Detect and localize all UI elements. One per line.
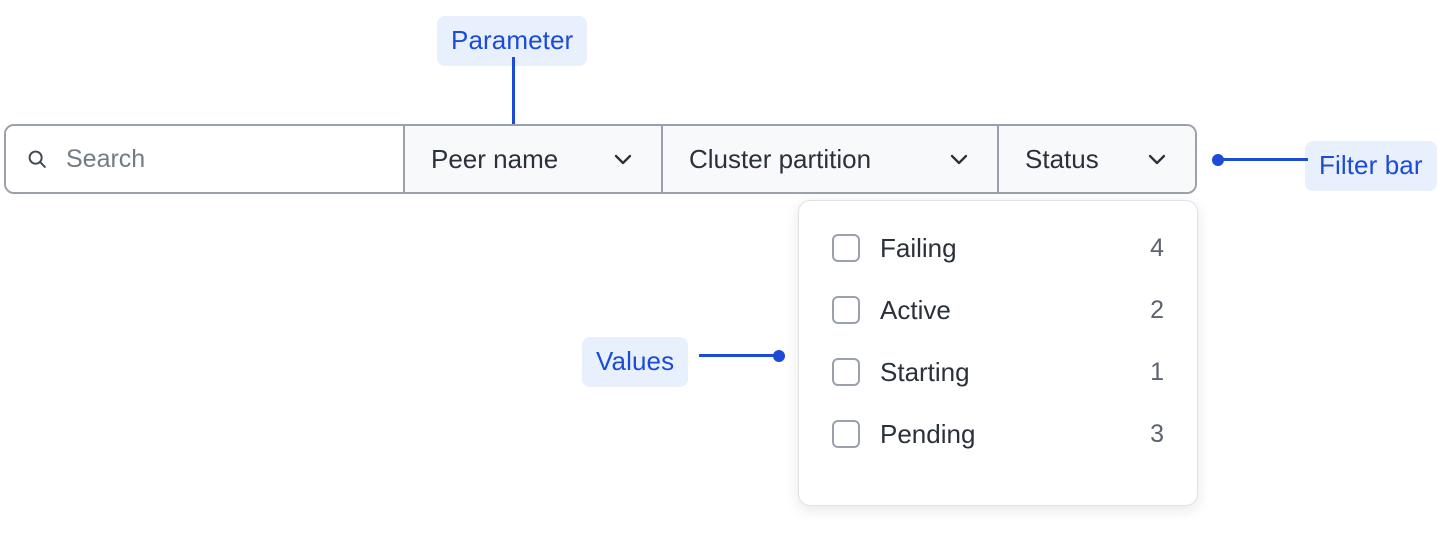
filter-dropdown-status[interactable]: Status (997, 126, 1195, 192)
annotation-connector-values-line (699, 354, 781, 357)
annotation-connector-filter-bar-dot (1212, 154, 1224, 166)
list-item-label: Active (880, 294, 951, 325)
filter-dropdown-status-label: Status (1025, 143, 1099, 174)
list-item[interactable]: Pending 3 (799, 403, 1197, 465)
search-icon (26, 148, 48, 170)
annotation-badge-filter-bar: Filter bar (1305, 141, 1437, 191)
list-item-count: 3 (1150, 419, 1164, 448)
filter-dropdown-peer-name[interactable]: Peer name (403, 126, 661, 192)
list-item-count: 2 (1150, 295, 1164, 324)
chevron-down-icon (1115, 147, 1169, 171)
checkbox-starting[interactable] (832, 358, 860, 386)
checkbox-pending[interactable] (832, 420, 860, 448)
filter-bar: Peer name Cluster partition Status (4, 124, 1197, 194)
list-item[interactable]: Failing 4 (799, 217, 1197, 279)
status-dropdown-panel: Failing 4 Active 2 Starting 1 Pending 3 (798, 200, 1198, 506)
annotation-connector-parameter-line (512, 57, 515, 143)
filter-dropdown-peer-name-label: Peer name (431, 143, 559, 174)
list-item-label: Failing (880, 232, 957, 263)
list-item[interactable]: Starting 1 (799, 341, 1197, 403)
annotation-connector-values-dot (773, 350, 785, 362)
list-item-count: 4 (1150, 233, 1164, 262)
chevron-down-icon (917, 147, 971, 171)
checkbox-failing[interactable] (832, 234, 860, 262)
list-item[interactable]: Active 2 (799, 279, 1197, 341)
list-item-label: Pending (880, 418, 976, 449)
search-input[interactable] (66, 144, 366, 174)
list-item-label: Starting (880, 356, 970, 387)
filter-dropdown-cluster-partition[interactable]: Cluster partition (661, 126, 997, 192)
chevron-down-icon (581, 147, 635, 171)
annotation-connector-filter-bar-line (1218, 158, 1308, 161)
checkbox-active[interactable] (832, 296, 860, 324)
search-field[interactable] (6, 126, 403, 192)
filter-dropdown-cluster-partition-label: Cluster partition (689, 143, 872, 174)
list-item-count: 1 (1150, 357, 1164, 386)
annotation-badge-values: Values (582, 337, 689, 387)
